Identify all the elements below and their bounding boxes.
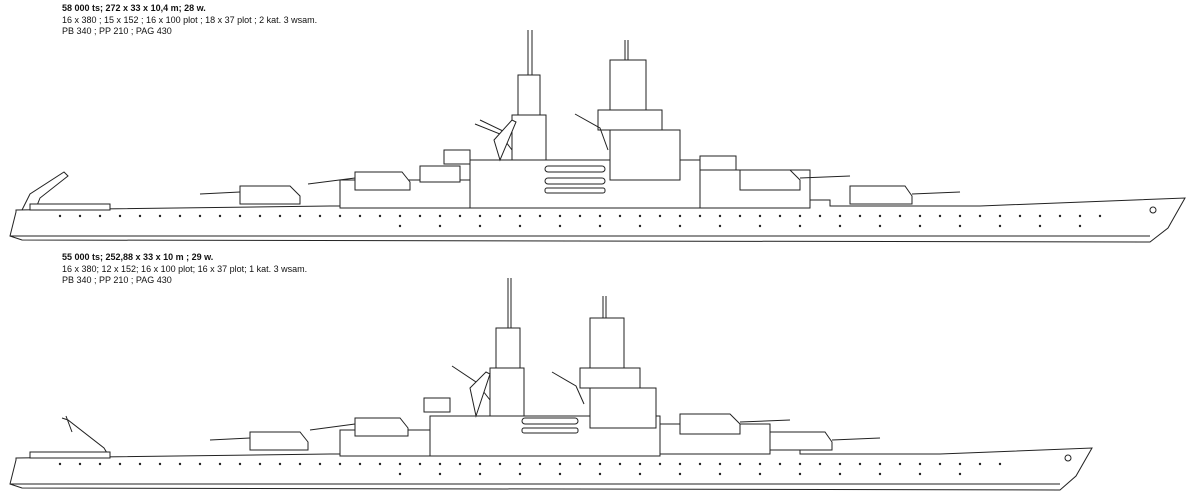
main-turret-fwd-1	[739, 169, 851, 191]
secondary-turret	[443, 149, 471, 165]
forward-tower	[589, 317, 625, 369]
boat-2	[521, 427, 579, 434]
funnel	[469, 371, 491, 418]
anchor-hawse	[1149, 206, 1157, 214]
boat-1	[544, 165, 606, 173]
catapult	[29, 203, 111, 211]
main-turret-fwd-2	[769, 431, 881, 451]
design-2-specs: 55 000 ts; 252,88 x 33 x 10 m ; 29 w. 16…	[62, 252, 307, 287]
anchor-hawse	[1064, 454, 1072, 462]
forward-mast	[602, 296, 607, 318]
main-turret-aft-2	[307, 171, 411, 191]
fwd-crane	[574, 113, 609, 151]
fwd-crane	[551, 371, 585, 405]
forward-tower	[609, 59, 647, 111]
aircraft-crane	[21, 171, 69, 211]
main-turret-aft-1	[209, 431, 309, 451]
design-2-spec-line-1: 55 000 ts; 252,88 x 33 x 10 m ; 29 w.	[62, 252, 214, 262]
main-turret-aft-1	[199, 185, 301, 205]
boat-3	[544, 187, 606, 194]
portholes	[58, 214, 1102, 228]
boat-1	[521, 417, 579, 425]
design-2-spec-line-2: 16 x 380; 12 x 152; 16 x 100 plot; 16 x …	[62, 263, 308, 274]
funnel	[493, 119, 517, 162]
secondary-turret	[423, 397, 451, 413]
forward-mast	[624, 40, 629, 60]
main-turret-aft-2	[309, 417, 409, 437]
main-turret-fwd-2	[849, 185, 961, 205]
design-1-spec-line-2: 16 x 380 ; 15 x 152 ; 16 x 100 plot ; 18…	[62, 14, 318, 25]
design-1-specs: 58 000 ts; 272 x 33 x 10,4 m; 28 w. 16 x…	[62, 3, 317, 38]
design-2-spec-line-3: PB 340 ; PP 210 ; PAG 430	[62, 275, 172, 285]
battleship-profile-2	[9, 278, 1093, 491]
main-turret-fwd-1	[679, 413, 791, 435]
portholes	[58, 462, 1002, 476]
boat-2	[544, 177, 606, 185]
design-1-spec-line-1: 58 000 ts; 272 x 33 x 10,4 m; 28 w.	[62, 3, 206, 13]
catapult	[29, 451, 111, 459]
battleship-profile-1	[9, 30, 1186, 243]
design-1-spec-line-3: PB 340 ; PP 210 ; PAG 430	[62, 26, 172, 36]
